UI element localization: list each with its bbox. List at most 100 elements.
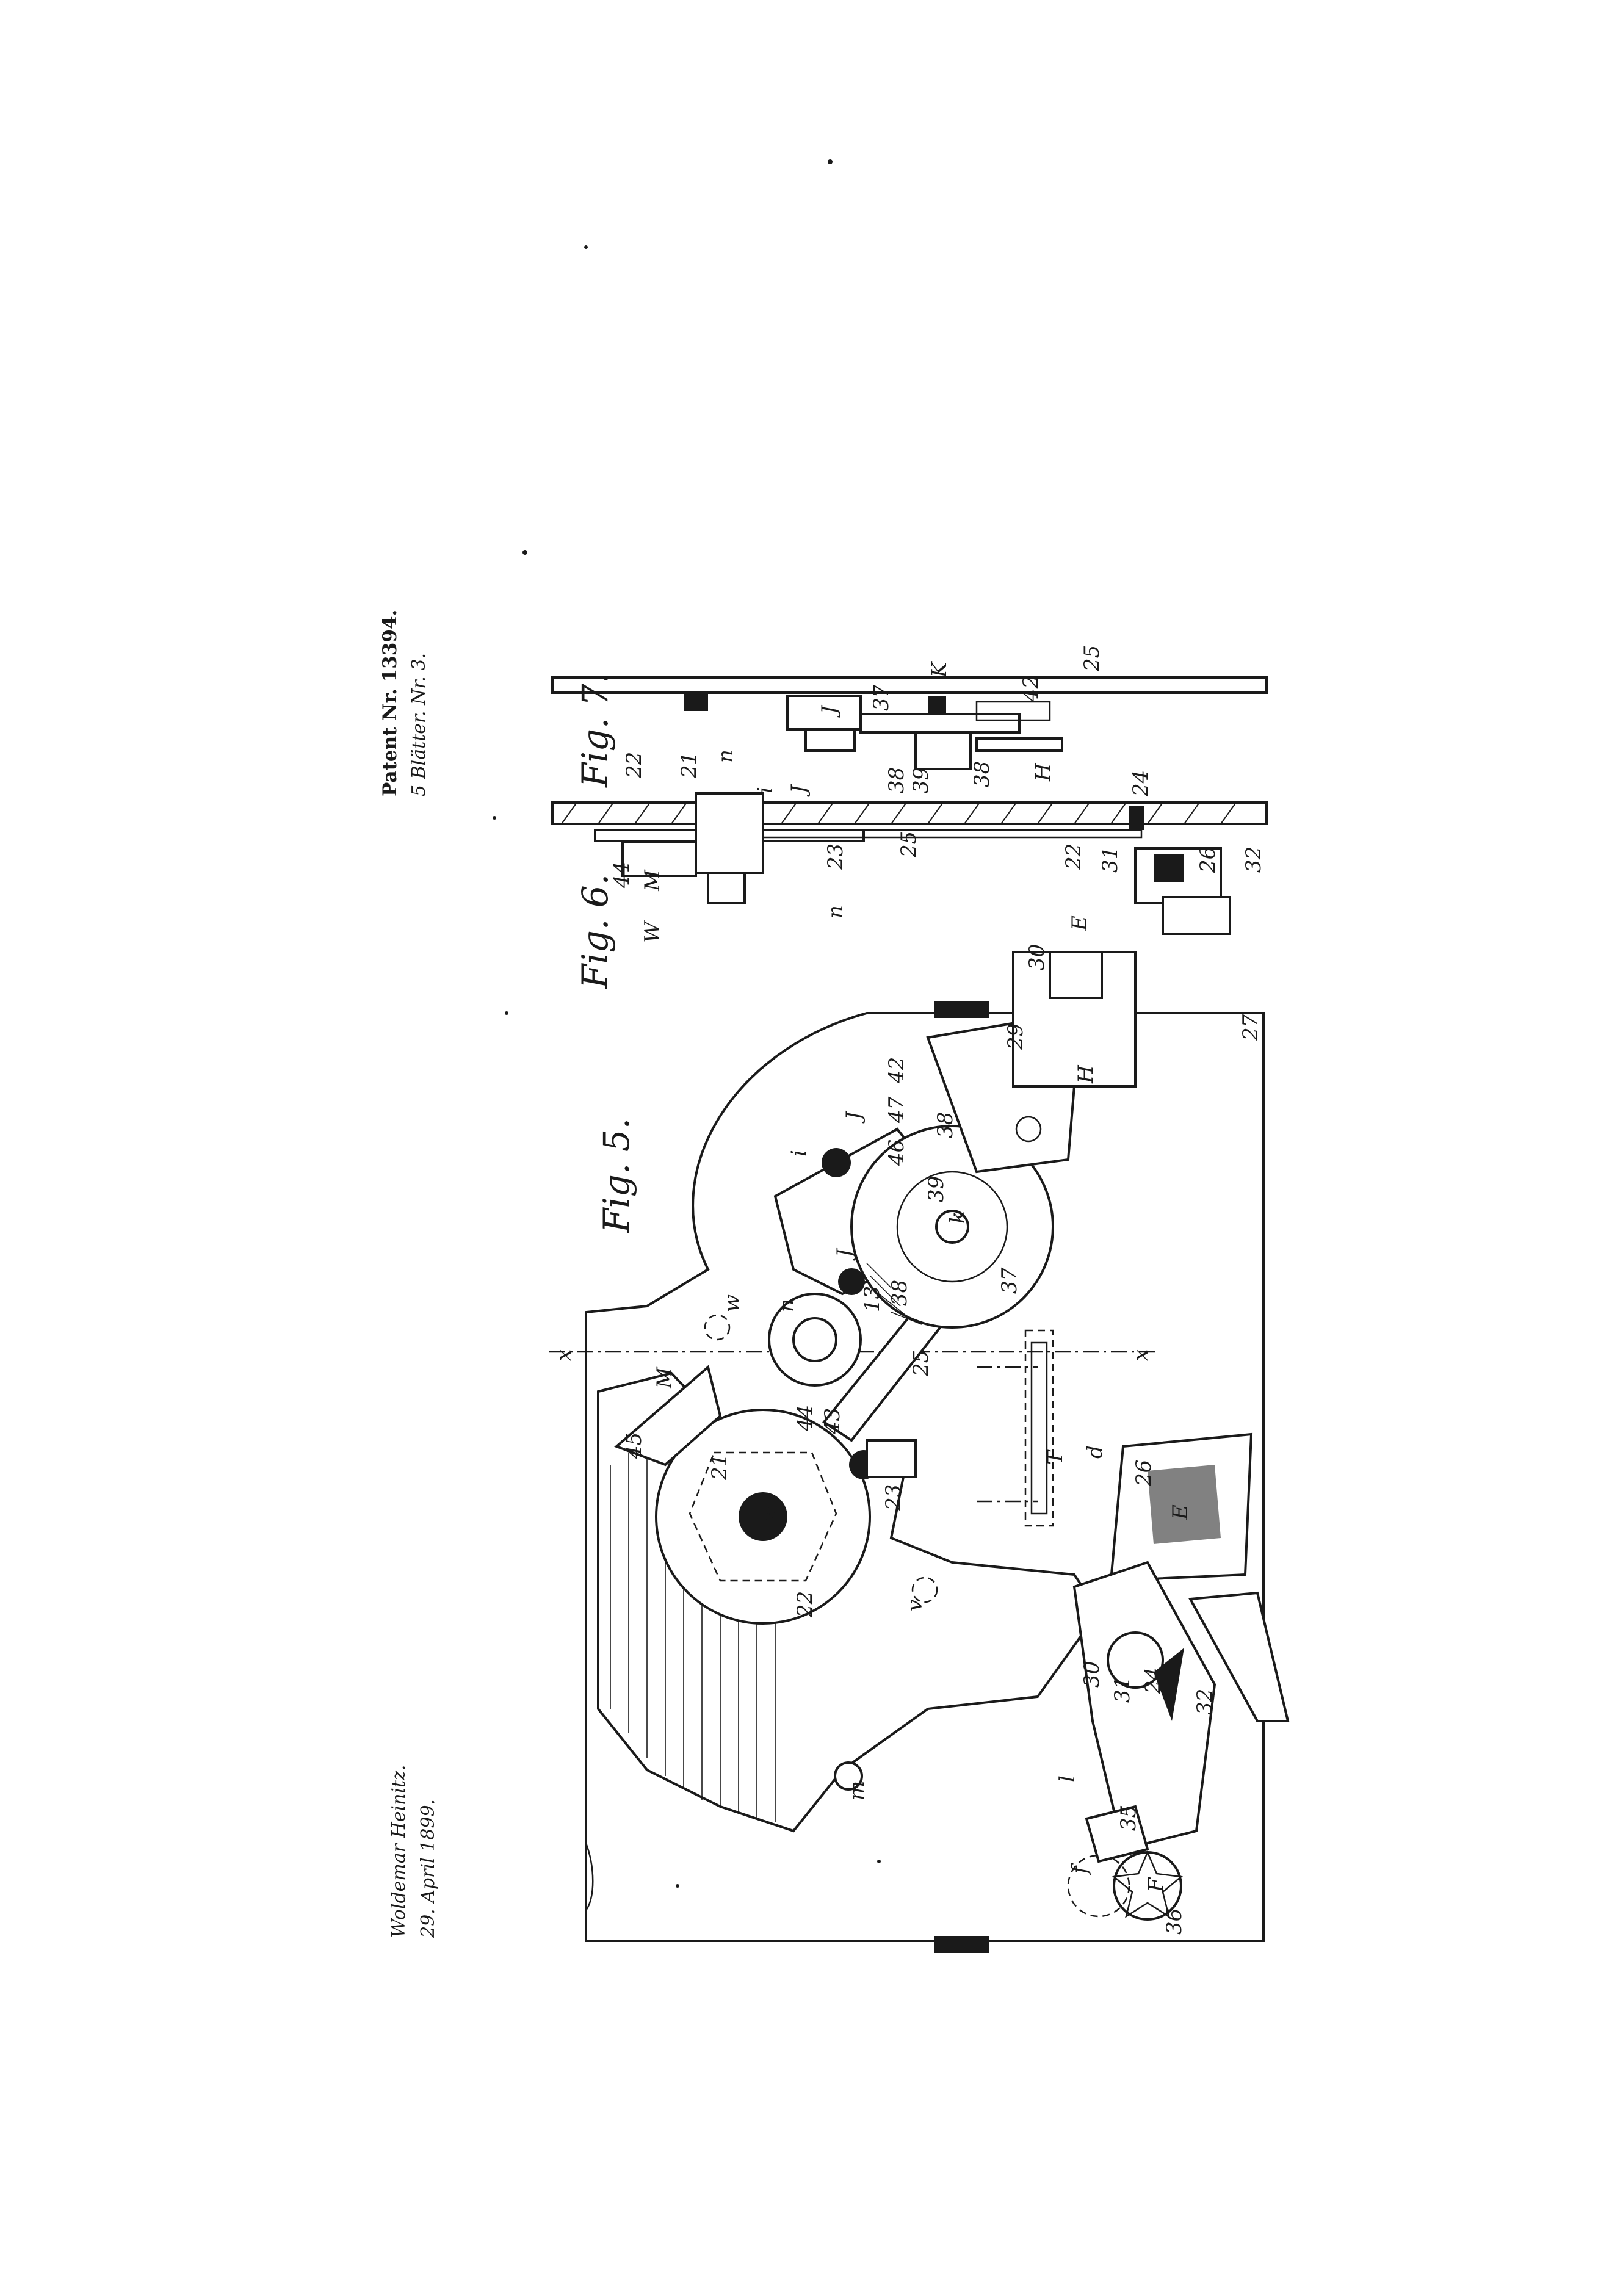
label: E [1068, 915, 1092, 931]
fig7-title: Fig. 7. [574, 673, 616, 788]
label: 36 [1162, 1908, 1187, 1935]
pivot-30 [1107, 1631, 1164, 1689]
label: 25 [909, 1350, 933, 1377]
label: k [945, 1211, 970, 1224]
star-wheel-teeth [1112, 1850, 1184, 1918]
holder-screw-2 [1015, 1116, 1042, 1143]
cam-inner-ring [896, 1171, 1008, 1283]
fig6-shaft-n [707, 872, 746, 904]
fig6-pivot-30 [1049, 951, 1103, 999]
label: d [1083, 1445, 1107, 1459]
fig6-labels: 22 21 44 M W n 23 25 24 22 31 26 32 30 E… [610, 752, 1266, 1050]
label: i [753, 787, 778, 793]
label: 21 [707, 1454, 732, 1481]
fig6-hub [695, 792, 764, 874]
edge-block-bottom [934, 1936, 989, 1953]
label: 38 [933, 1112, 958, 1138]
label: 38 [887, 1280, 912, 1306]
label: J [787, 784, 811, 797]
fig7-part-42 [975, 701, 1051, 721]
fig7-hatch-block [684, 693, 708, 711]
label: n [775, 1299, 799, 1312]
label: 31 [1110, 1677, 1135, 1703]
label: 44 [793, 1405, 817, 1432]
label: K [927, 660, 952, 678]
label: 27 [1238, 1014, 1263, 1041]
wheel-f [1067, 1854, 1130, 1918]
label: w [720, 1294, 744, 1312]
fig7-shaft-i [804, 728, 856, 752]
fig6-part-24 [1129, 806, 1144, 830]
pin-j [838, 1268, 865, 1295]
axle-k [935, 1210, 969, 1244]
hook-arm-45 [614, 1365, 722, 1467]
label: m [845, 1781, 869, 1800]
arm-32 [1188, 1591, 1290, 1722]
label: 22 [1061, 843, 1086, 870]
label: 31 [1098, 847, 1122, 873]
label: 32 [1193, 1689, 1217, 1715]
label: M [756, 1504, 781, 1526]
pin-i [822, 1148, 851, 1177]
fig7-part-K [928, 696, 946, 714]
label: l [1055, 1775, 1080, 1782]
figure-5 [549, 1001, 1290, 1953]
label: 21 [677, 752, 701, 779]
label: 26 [1196, 847, 1220, 873]
label: M [652, 1366, 677, 1389]
label: 25 [1080, 645, 1104, 672]
label: 39 [924, 1176, 949, 1202]
pin-v [911, 1576, 938, 1603]
lever-22-hatching [610, 1440, 776, 1822]
pivot-n-center [792, 1317, 837, 1362]
label: 25 [897, 831, 921, 858]
label: i [787, 1150, 811, 1157]
slot-T-inner [1030, 1341, 1048, 1515]
label: H [1074, 1064, 1098, 1084]
label: T [1043, 1449, 1068, 1465]
label: 44 [610, 862, 634, 889]
fig5-labels: x x w n M M 45 21 44 43 13 25 38 J J i 4… [552, 1057, 1217, 1935]
cam-37-shading [866, 1263, 922, 1325]
label: J [842, 1110, 866, 1124]
label: E [1168, 1504, 1193, 1520]
label: x [552, 1349, 576, 1361]
label: 26 [1132, 1460, 1156, 1487]
label: 47 [884, 1096, 909, 1124]
fig6-plate [551, 801, 1268, 825]
label: n [714, 749, 738, 763]
label: 22 [622, 752, 646, 779]
axle-M [739, 1492, 787, 1541]
label: 35 [1116, 1805, 1141, 1831]
label: 42 [1019, 676, 1043, 702]
label: 13 [860, 1286, 884, 1312]
label: 30 [1025, 944, 1049, 970]
fig7-plate [551, 676, 1268, 694]
label: 30 [1080, 1661, 1104, 1688]
fig6-arm-32 [1162, 896, 1231, 935]
lever-31 [1072, 1561, 1216, 1851]
fig6-plate-hatching [561, 802, 1237, 825]
label: 43 [820, 1408, 845, 1435]
label: 39 [909, 767, 933, 793]
block-E-shading [1148, 1465, 1221, 1544]
slot-T-outer [1024, 1329, 1054, 1527]
fig7-holder-H [975, 737, 1063, 752]
label: 37 [869, 684, 894, 711]
figure-7 [551, 676, 1268, 770]
label: 38 [884, 767, 909, 793]
label: 24 [1129, 770, 1153, 797]
fig7-labels: J 37 K 25 n 42 i J 38 39 38 H [714, 645, 1104, 797]
label: n [823, 905, 848, 919]
label: 45 [622, 1432, 646, 1459]
block-35 [1085, 1805, 1149, 1863]
label: F [1144, 1877, 1168, 1893]
scan-specks [493, 159, 881, 1888]
fig6-pin-26 [1154, 854, 1184, 882]
label: W [640, 920, 665, 943]
label: 24 [1141, 1667, 1165, 1694]
label: 29 [1003, 1023, 1028, 1050]
label: 38 [970, 761, 994, 787]
